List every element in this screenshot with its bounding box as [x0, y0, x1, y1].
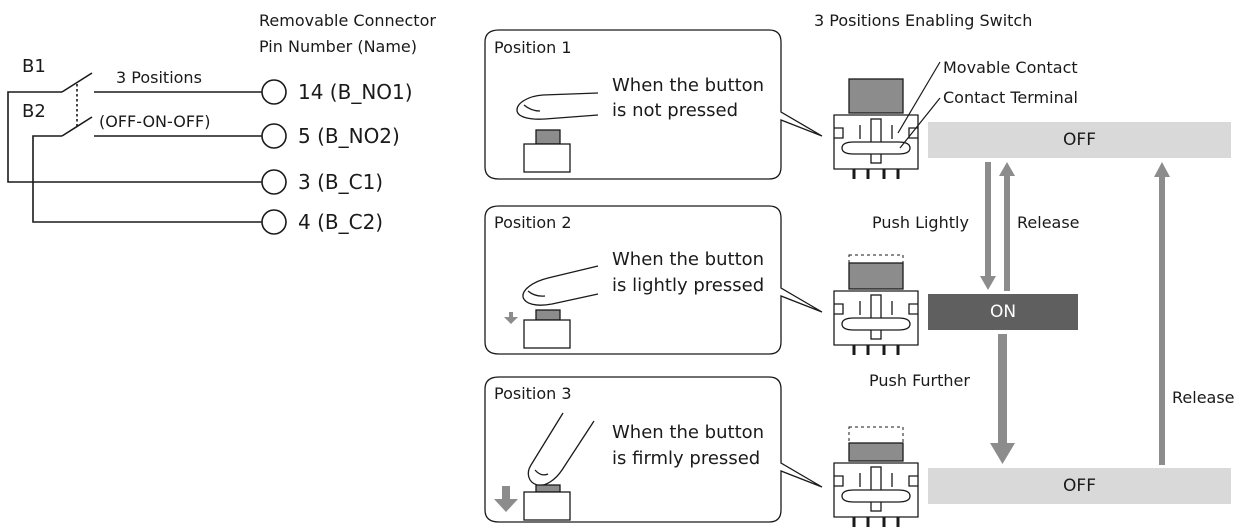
- push-lightly-arrow: [980, 162, 996, 290]
- push-further-arrow: [990, 334, 1015, 464]
- position-1-title: Position 1: [494, 38, 572, 57]
- release-label-2: Release: [1172, 388, 1235, 407]
- b1-switch-blade: [61, 72, 93, 93]
- pin-label: 14 (B_NO1): [298, 80, 413, 104]
- release-label-1: Release: [1017, 213, 1080, 232]
- button-icon-1: [523, 129, 571, 173]
- finger-icon-1: [516, 92, 599, 120]
- contact-terminal-label: Contact Terminal: [943, 88, 1078, 107]
- contact-terminal-leader: [899, 97, 941, 149]
- off-bar-bottom: [928, 468, 1231, 504]
- pin-3-terminal: [261, 169, 287, 195]
- pin-14-terminal: [261, 79, 287, 105]
- position-3-box: [484, 376, 823, 523]
- switch-mechanism-position-3: [833, 426, 919, 527]
- off-bar-top: [928, 122, 1231, 158]
- button-icon-2: [523, 309, 571, 349]
- callout-leaders: [897, 61, 941, 149]
- release-arrow-2: [1154, 162, 1170, 465]
- pin-4-terminal: [261, 209, 287, 235]
- mode-note: (OFF-ON-OFF): [99, 112, 211, 131]
- state-off-bottom-label: OFF: [1063, 475, 1096, 496]
- on-bar: [928, 294, 1078, 330]
- push-lightly-label: Push Lightly: [872, 213, 969, 232]
- position-3-title: Position 3: [494, 384, 572, 403]
- switch-title: 3 Positions Enabling Switch: [814, 11, 1033, 30]
- b1-label: B1: [22, 56, 46, 77]
- positions-note: 3 Positions: [116, 68, 202, 87]
- finger-icon-2: [522, 265, 599, 306]
- button-icon-3: [523, 484, 571, 521]
- release-arrow-1: [999, 162, 1015, 291]
- state-off-top-label: OFF: [1063, 129, 1096, 150]
- position-1-desc-line2: is not pressed: [612, 100, 739, 121]
- pin-label: 3 (B_C1): [298, 170, 384, 194]
- connector-header-line1: Removable Connector: [259, 11, 436, 30]
- position-3-desc-line1: When the button: [612, 422, 765, 443]
- position-3-desc-line2: is firmly pressed: [612, 448, 761, 469]
- switch-mechanism-position-2: [833, 254, 919, 355]
- position-2-desc-line1: When the button: [612, 249, 765, 270]
- transition-arrows: [980, 162, 1170, 465]
- position-1-desc-line1: When the button: [612, 75, 765, 96]
- pin-label: 5 (B_NO2): [298, 124, 400, 148]
- movable-contact-label: Movable Contact: [943, 58, 1078, 77]
- b2-label: B2: [22, 101, 46, 122]
- arrow-down-icon-small: [504, 312, 518, 324]
- b1-wire: [7, 91, 262, 183]
- position-2-box: [484, 205, 823, 355]
- position-2-title: Position 2: [494, 213, 572, 232]
- position-boxes: [484, 29, 823, 523]
- circuit-schematic: [7, 72, 287, 235]
- switch-mechanism-position-1: [833, 78, 919, 179]
- position-2-desc-line2: is lightly pressed: [612, 275, 765, 296]
- movable-contact-leader: [897, 61, 941, 134]
- pin-label: 4 (B_C2): [298, 210, 384, 234]
- pin-5-terminal: [261, 123, 287, 149]
- position-1-box: [484, 29, 823, 180]
- state-on-label: ON: [989, 301, 1017, 322]
- switch-mechanisms: [833, 78, 919, 527]
- b2-wire: [32, 135, 262, 223]
- arrow-down-icon-large: [494, 486, 518, 512]
- connector-header-line2: Pin Number (Name): [259, 37, 418, 56]
- push-further-label: Push Further: [869, 371, 970, 390]
